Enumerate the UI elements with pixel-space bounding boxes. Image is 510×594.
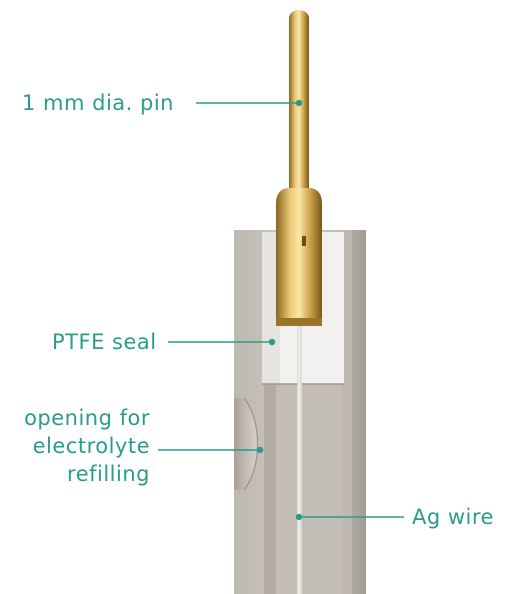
- pin-collar: [276, 188, 322, 206]
- pin-bottom: [276, 318, 322, 326]
- pin-slot: [302, 236, 306, 246]
- pin-tip: [289, 10, 309, 26]
- ag-leader-dot: [295, 513, 303, 521]
- ag-wire-label: Ag wire: [412, 505, 494, 529]
- pin-label: 1 mm dia. pin: [22, 91, 174, 115]
- refill-opening: [234, 398, 258, 490]
- ptfe-shade: [262, 232, 280, 384]
- opening-label: opening for electrolyte refilling: [24, 404, 150, 488]
- pin-body: [276, 204, 322, 326]
- pin-leader-dot: [295, 99, 303, 107]
- body-side: [352, 230, 366, 594]
- refill-opening-edge: [243, 397, 258, 491]
- ag-wire: [297, 318, 302, 594]
- leader-lines: [158, 99, 404, 521]
- opening-label-line1: opening for: [24, 406, 150, 430]
- ptfe-seal-label: PTFE seal: [52, 330, 157, 354]
- gold-pin: [276, 10, 322, 326]
- inner-bore-shadow: [264, 384, 276, 594]
- pin-shaft: [289, 18, 309, 198]
- opening-leader-dot: [256, 446, 264, 454]
- opening-label-line3: refilling: [67, 462, 150, 486]
- inner-bore: [264, 384, 342, 594]
- opening-label-line2: electrolyte: [32, 434, 150, 458]
- ptfe-leader-dot: [268, 338, 276, 346]
